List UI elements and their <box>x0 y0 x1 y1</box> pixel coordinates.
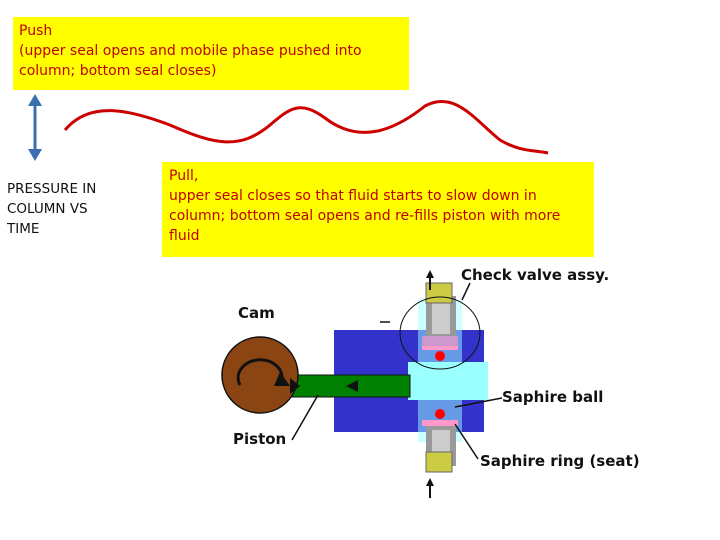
check-valve-label: Check valve assy. <box>461 266 609 284</box>
leader-lines <box>291 282 503 460</box>
pull-line-1: Pull, <box>169 168 199 184</box>
pressure-line-2: COLUMN VS <box>7 201 88 217</box>
pull-line-3: column; bottom seal opens and re-fills p… <box>169 208 561 224</box>
pull-line-2: upper seal closes so that fluid starts t… <box>169 188 537 204</box>
push-callout: Push (upper seal opens and mobile phase … <box>13 17 409 90</box>
pressure-line-1: PRESSURE IN <box>7 181 97 197</box>
piston-arrow-icon <box>346 380 358 392</box>
piston-label: Piston <box>233 430 286 448</box>
pressure-amplitude-arrow-icon <box>28 94 42 161</box>
cam-follower-icon <box>290 378 300 394</box>
upper-valve <box>422 282 458 361</box>
flow-in-arrow-icon <box>426 478 434 498</box>
check-valve-outline <box>399 296 481 370</box>
saphire-ball-label: Saphire ball <box>502 388 603 406</box>
lower-saphire-ball-icon <box>435 409 445 419</box>
pressure-wave <box>63 100 549 155</box>
push-line-2: (upper seal opens and mobile phase pushe… <box>19 43 362 59</box>
push-line-3: column; bottom seal closes) <box>19 63 217 79</box>
push-line-1: Push <box>19 23 53 39</box>
cam-rotation-arrow-icon <box>274 372 290 386</box>
pressure-line-3: TIME <box>7 221 40 237</box>
saphire-ring-label: Saphire ring (seat) <box>480 452 640 470</box>
lower-valve <box>422 409 458 473</box>
upper-saphire-ball-icon <box>435 351 445 361</box>
pull-callout: Pull, upper seal closes so that fluid st… <box>162 162 594 257</box>
cam-label: Cam <box>238 304 275 322</box>
cam <box>221 336 300 414</box>
pressure-vs-time-label: PRESSURE IN COLUMN VS TIME <box>7 179 96 239</box>
pull-line-4: fluid <box>169 228 200 244</box>
flow-out-arrow-icon <box>426 270 434 290</box>
